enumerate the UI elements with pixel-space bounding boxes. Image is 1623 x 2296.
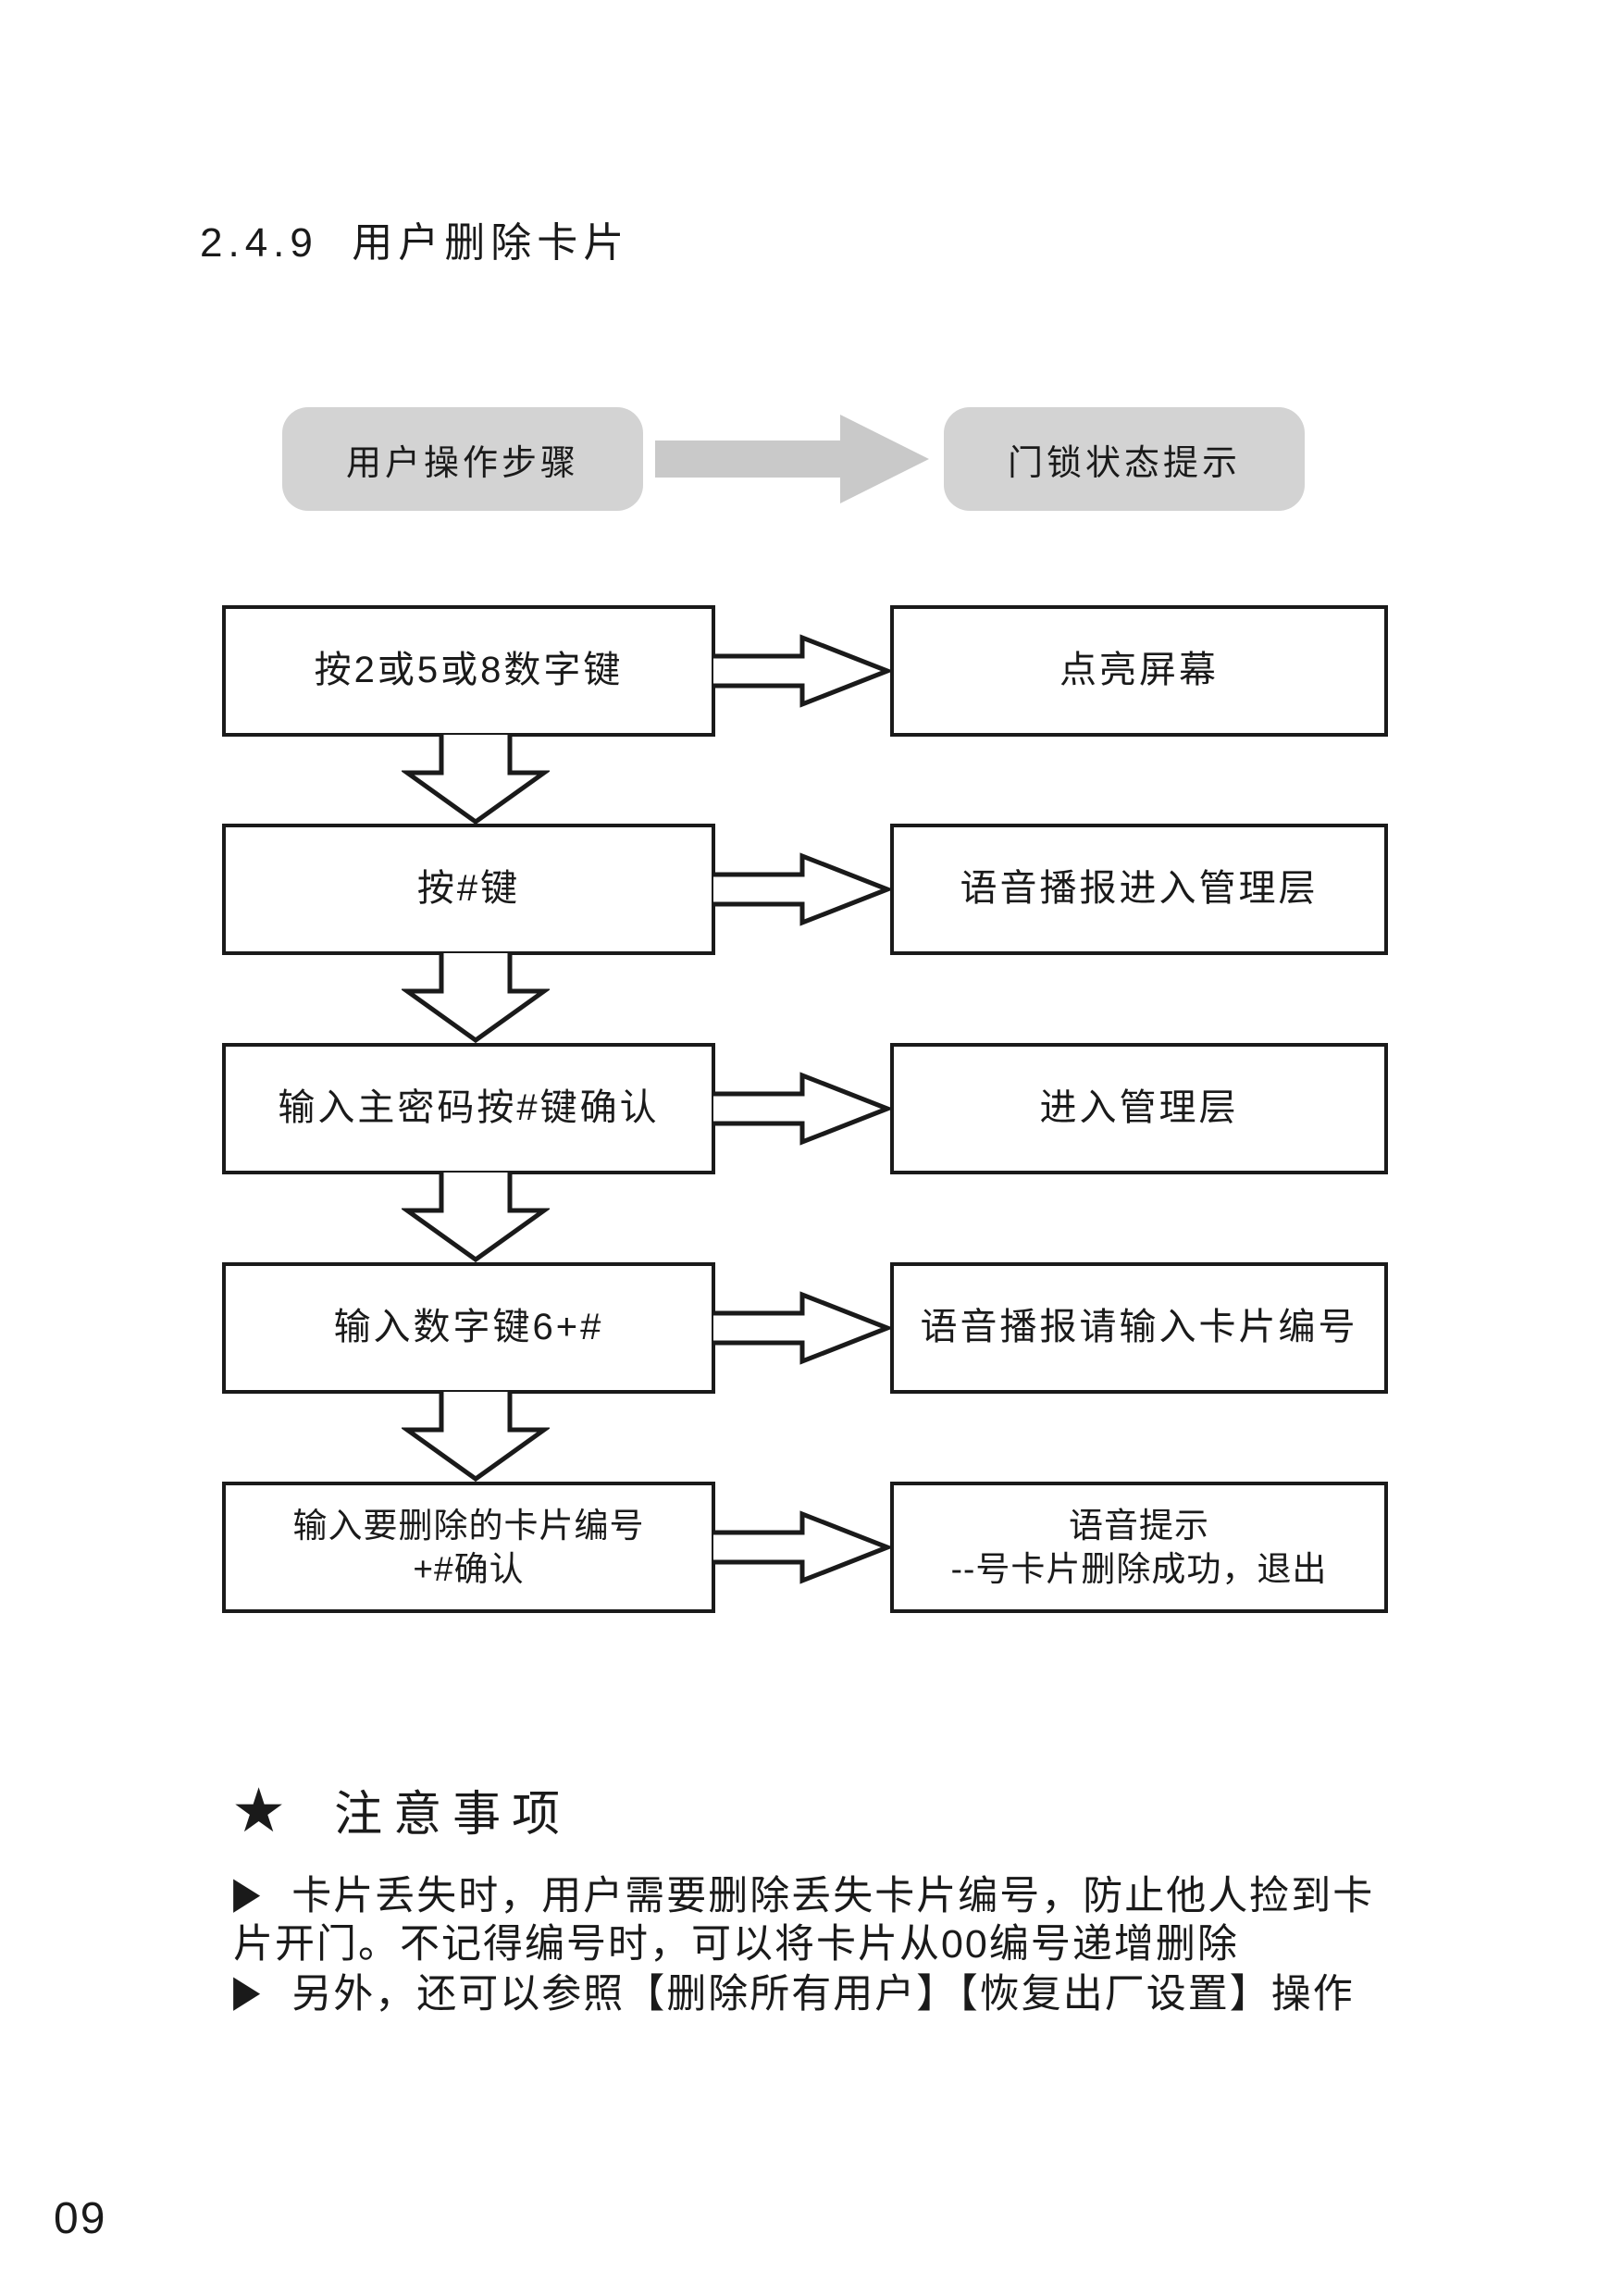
note-line: ▶ 卡片丢失时，用户需要删除丢失卡片编号，防止他人捡到卡 bbox=[233, 1864, 1374, 1921]
legend-user-steps-box: 用户操作步骤 bbox=[282, 407, 643, 511]
star-icon: ★ bbox=[231, 1775, 287, 1844]
legend-right-arrow-icon bbox=[655, 415, 929, 503]
step-box-4: 输入数字键6+# bbox=[222, 1262, 715, 1394]
page-number: 09 bbox=[54, 2194, 107, 2243]
note-line: ▶ 另外，还可以参照【删除所有用户】【恢复出厂设置】操作 bbox=[233, 1962, 1355, 2019]
status-box-5-line2: --号卡片删除成功，退出 bbox=[950, 1550, 1328, 1588]
legend-user-steps-label: 用户操作步骤 bbox=[345, 443, 579, 483]
right-arrow-icon bbox=[713, 1510, 891, 1584]
step-box-4-label: 输入数字键6+# bbox=[333, 1307, 604, 1348]
note-line-text: 片开门。不记得编号时，可以将卡片从00编号递增删除 bbox=[233, 1922, 1239, 1967]
down-arrow-icon bbox=[402, 1392, 550, 1483]
status-box-4: 语音播报请输入卡片编号 bbox=[890, 1262, 1388, 1394]
note-line-text: 另外，还可以参照【删除所有用户】【恢复出厂设置】操作 bbox=[291, 1972, 1355, 2017]
status-box-1: 点亮屏幕 bbox=[890, 605, 1388, 737]
notes-heading: ★ 注意事项 bbox=[231, 1775, 571, 1844]
status-box-2: 语音播报进入管理层 bbox=[890, 824, 1388, 955]
right-arrow-icon bbox=[713, 634, 891, 708]
note-line-text: 卡片丢失时，用户需要删除丢失卡片编号，防止他人捡到卡 bbox=[291, 1874, 1375, 1918]
right-arrow-icon bbox=[713, 1072, 891, 1146]
step-box-2: 按#键 bbox=[222, 824, 715, 955]
step-box-3: 输入主密码按#键确认 bbox=[222, 1043, 715, 1174]
status-box-4-label: 语音播报请输入卡片编号 bbox=[920, 1307, 1358, 1348]
legend-lock-status-label: 门锁状态提示 bbox=[1007, 443, 1241, 483]
status-box-5-line1: 语音提示 bbox=[1069, 1506, 1209, 1545]
status-box-1-label: 点亮屏幕 bbox=[1059, 650, 1219, 691]
section-title: 2.4.9 用户删除卡片 bbox=[200, 220, 630, 266]
step-box-1-label: 按2或5或8数字键 bbox=[314, 650, 624, 691]
right-arrow-icon bbox=[713, 1291, 891, 1365]
step-box-5-line1: 输入要删除的卡片编号 bbox=[292, 1506, 645, 1545]
down-arrow-icon bbox=[402, 1173, 550, 1263]
note-line: 片开门。不记得编号时，可以将卡片从00编号递增删除 bbox=[233, 1912, 1239, 1969]
step-box-2-label: 按#键 bbox=[416, 868, 521, 910]
step-box-3-label: 输入主密码按#键确认 bbox=[278, 1087, 660, 1129]
status-box-5: 语音提示 --号卡片删除成功，退出 bbox=[890, 1482, 1388, 1613]
down-arrow-icon bbox=[402, 953, 550, 1044]
status-box-2-label: 语音播报进入管理层 bbox=[960, 868, 1319, 910]
down-arrow-icon bbox=[402, 735, 550, 825]
notes-heading-label: 注意事项 bbox=[334, 1788, 572, 1842]
status-box-3: 进入管理层 bbox=[890, 1043, 1388, 1174]
step-box-5-line2: +#确认 bbox=[413, 1550, 525, 1588]
step-box-5: 输入要删除的卡片编号 +#确认 bbox=[222, 1482, 715, 1613]
right-arrow-icon bbox=[713, 852, 891, 926]
bullet-icon: ▶ bbox=[233, 1967, 263, 2016]
step-box-1: 按2或5或8数字键 bbox=[222, 605, 715, 737]
bullet-icon: ▶ bbox=[233, 1868, 263, 1917]
status-box-3-label: 进入管理层 bbox=[1039, 1087, 1239, 1129]
legend-lock-status-box: 门锁状态提示 bbox=[944, 407, 1305, 511]
